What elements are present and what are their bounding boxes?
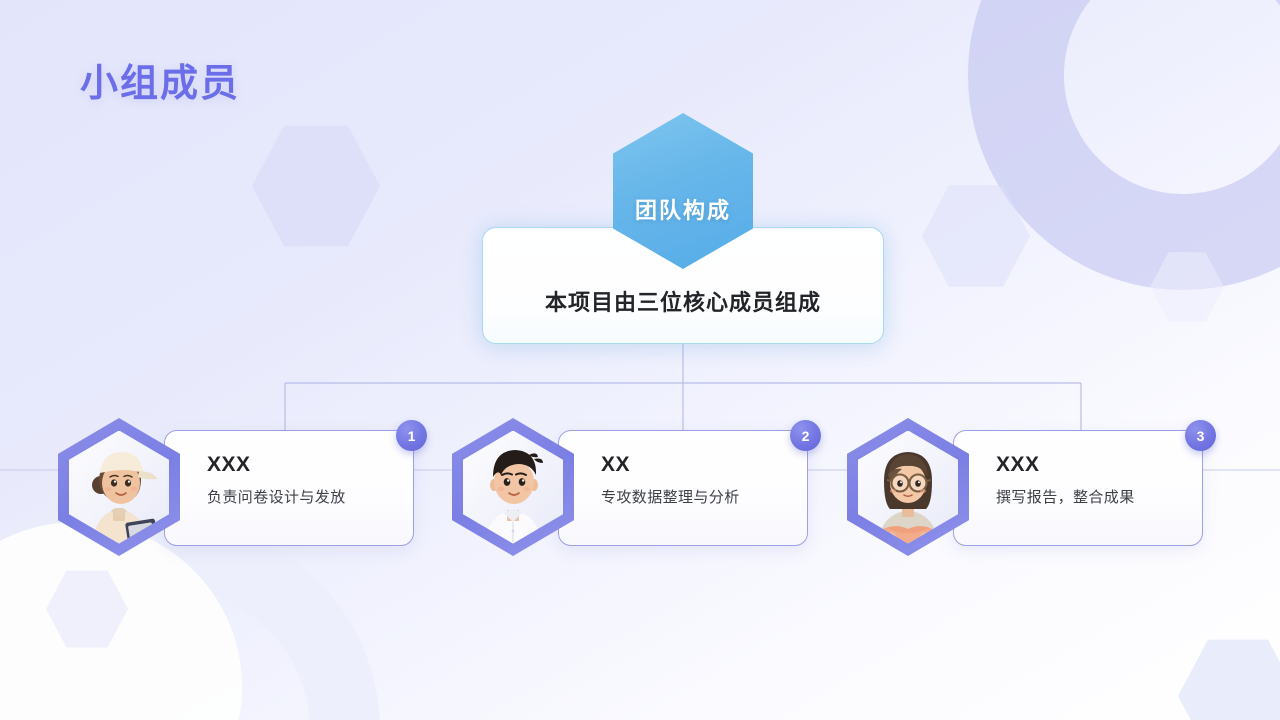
team-composition-label: 团队构成 [634, 198, 731, 223]
woman-with-cap-clipboard-avatar [69, 430, 169, 544]
member-card[interactable]: XXX 撰写报告，整合成果 [953, 430, 1203, 546]
statement-text: 本项目由三位核心成员组成 [544, 290, 821, 315]
young-man-white-shirt-avatar [463, 430, 563, 544]
member-badge: 2 [790, 420, 821, 451]
member-name: XX [601, 453, 631, 476]
member-card[interactable]: XX 专攻数据整理与分析 [558, 430, 808, 546]
member-badge: 3 [1185, 420, 1216, 451]
member-description: 负责问卷设计与发放 [207, 489, 346, 507]
member-description: 专攻数据整理与分析 [601, 489, 740, 507]
member-description: 撰写报告，整合成果 [996, 489, 1135, 507]
girl-with-glasses-arms-crossed-avatar [858, 430, 958, 544]
member-name: XXX [996, 453, 1040, 476]
member-name: XXX [207, 453, 251, 476]
page-title: 小组成员 [80, 63, 241, 105]
member-badge: 1 [396, 420, 427, 451]
member-card[interactable]: XXX 负责问卷设计与发放 [164, 430, 414, 546]
